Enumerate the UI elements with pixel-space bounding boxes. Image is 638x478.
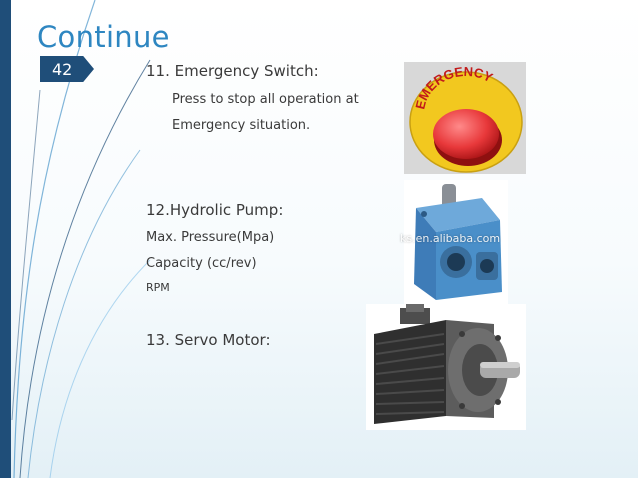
servo-motor-image	[366, 304, 526, 430]
pump-line-3: RPM	[146, 281, 170, 294]
emergency-line-1: Press to stop all operation at	[172, 92, 359, 107]
emergency-heading: 11. Emergency Switch:	[146, 62, 319, 80]
slide-title: Continue	[37, 20, 170, 54]
servo-heading: 13. Servo Motor:	[146, 331, 271, 349]
emergency-line-2: Emergency situation.	[172, 118, 311, 133]
emergency-switch-image: EMERGENCY	[404, 62, 526, 174]
hydraulic-pump-image	[404, 180, 508, 304]
pump-line-2: Capacity (cc/rev)	[146, 256, 257, 271]
pump-heading: 12.Hydrolic Pump:	[146, 201, 284, 219]
pump-line-1: Max. Pressure(Mpa)	[146, 230, 275, 245]
slide-number-badge: 42	[40, 56, 94, 82]
alibaba-watermark: ks.en.alibaba.com	[400, 232, 501, 245]
left-accent-bar	[0, 0, 11, 478]
